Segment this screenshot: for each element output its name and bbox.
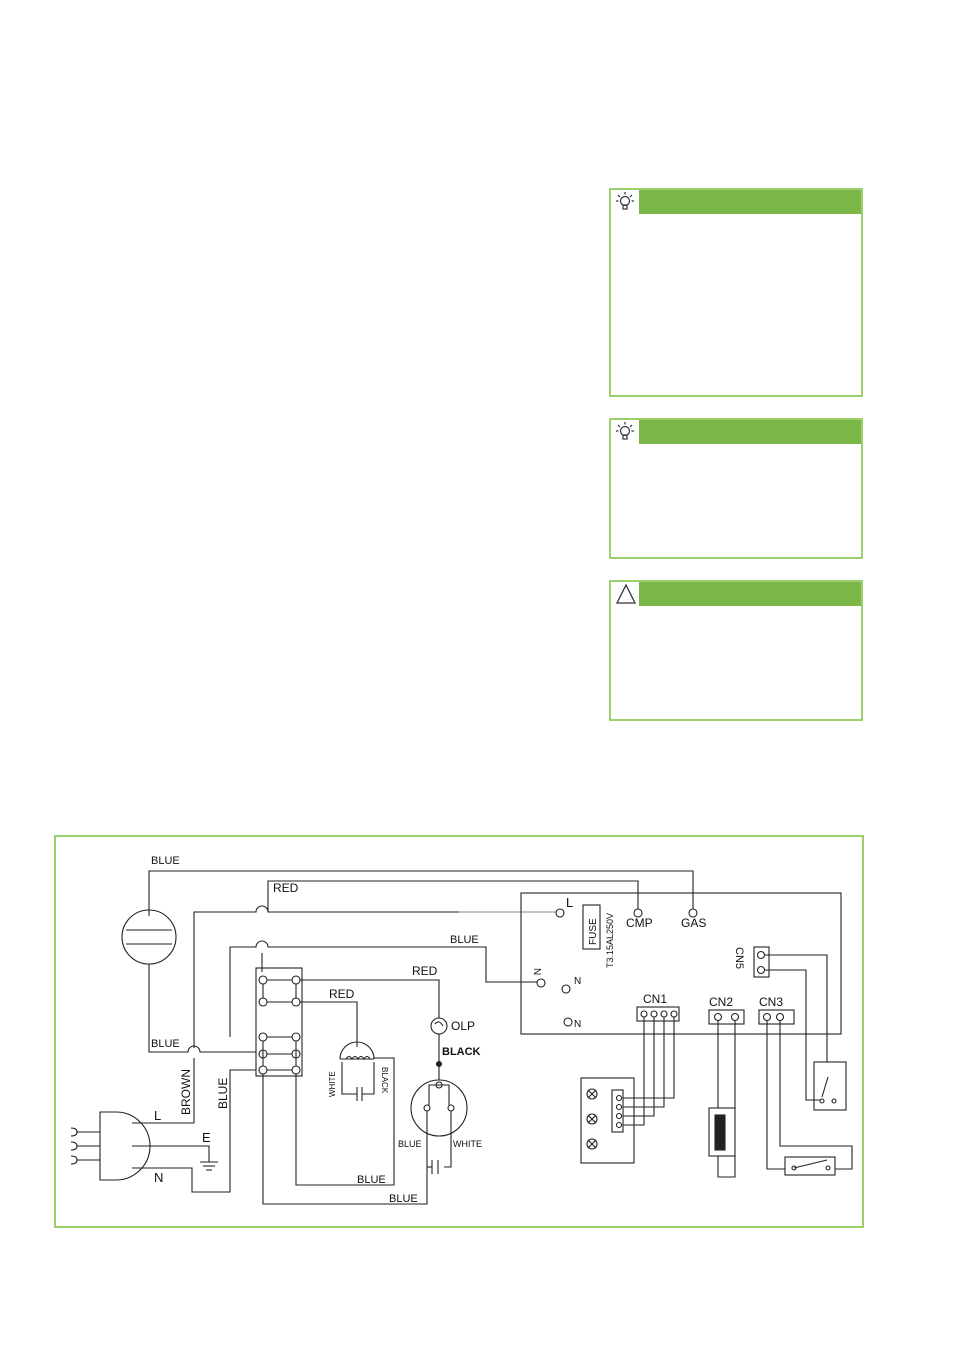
note-header — [611, 582, 861, 606]
wire-label-blue-bottom-1: BLUE — [357, 1174, 386, 1186]
note-header — [611, 420, 861, 444]
wire-label-black-olp: BLACK — [442, 1046, 481, 1058]
plug-label-live: L — [154, 1108, 161, 1123]
board-terminal-n2: N — [574, 976, 581, 987]
wire-label-white-cap: WHITE — [328, 1071, 337, 1097]
wire-label-red-top: RED — [273, 881, 299, 895]
note-box-warning — [609, 580, 863, 721]
plug-label-neutral: N — [154, 1170, 163, 1185]
wire-label-red-mid-2: RED — [329, 987, 355, 1001]
board-label-cn5: CN5 — [733, 947, 745, 969]
component-label-olp: OLP — [451, 1019, 475, 1033]
warning-triangle-icon — [611, 582, 641, 606]
wire-label-blue-left: BLUE — [151, 1038, 180, 1050]
wire-label-brown: BROWN — [179, 1069, 193, 1115]
board-terminal-n3: N — [574, 1019, 581, 1030]
board-label-cn2: CN2 — [709, 995, 733, 1009]
board-terminal-l: L — [566, 895, 573, 910]
wire-label-blue-mid: BLUE — [450, 934, 479, 946]
wire-label-blue-top: BLUE — [151, 855, 180, 867]
wiring-diagram: BLUE RED BLUE RED RED BLUE BROWN BLUE OL… — [70, 855, 853, 1205]
note-header — [611, 190, 861, 214]
wire-label-blue-vertical: BLUE — [216, 1078, 230, 1109]
wire-label-black-cap: BLACK — [380, 1067, 389, 1094]
board-label-fuse-rating: T3.15AL250V — [605, 913, 615, 968]
note-box-tip-1 — [609, 188, 863, 397]
board-label-gas: GAS — [681, 916, 706, 930]
wire-label-blue-comp: BLUE — [398, 1139, 422, 1149]
wiring-diagram-frame: BLUE RED BLUE RED RED BLUE BROWN BLUE OL… — [54, 835, 864, 1228]
note-box-tip-2 — [609, 418, 863, 559]
wire-label-blue-bottom-2: BLUE — [389, 1193, 418, 1205]
plug-label-earth: E — [202, 1130, 211, 1145]
board-label-cn1: CN1 — [643, 992, 667, 1006]
board-label-fuse: FUSE — [588, 918, 599, 945]
wire-label-white-comp: WHITE — [453, 1139, 482, 1149]
wire-label-red-mid-1: RED — [412, 964, 438, 978]
lightbulb-icon — [611, 420, 641, 444]
board-terminal-n1: N — [531, 968, 542, 975]
lightbulb-icon — [611, 190, 641, 214]
board-label-cn3: CN3 — [759, 995, 783, 1009]
board-label-cmp: CMP — [626, 916, 653, 930]
